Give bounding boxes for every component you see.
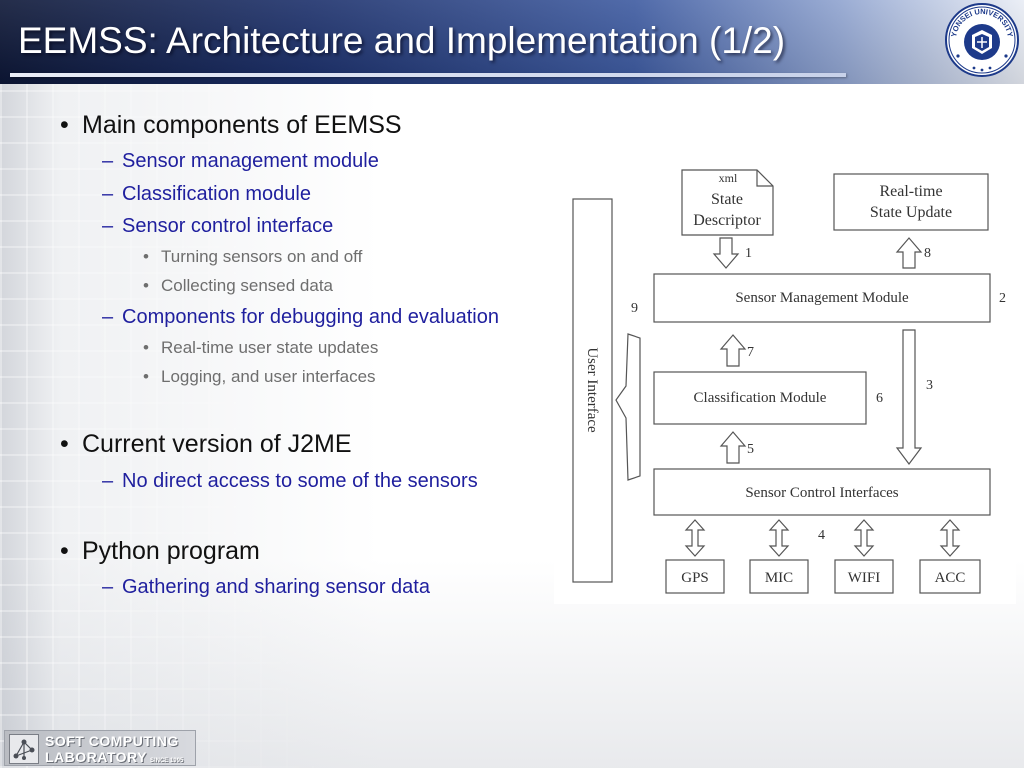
bullet-text: Current version of J2ME bbox=[82, 430, 352, 458]
realtime-label-1: Real-time bbox=[879, 183, 942, 200]
bidirectional-arrow-mic bbox=[768, 519, 790, 557]
sensor-control-interfaces-box bbox=[653, 468, 991, 516]
sub-bullet-item: –Sensor control interface bbox=[102, 215, 333, 238]
user-interface-label: User Interface bbox=[584, 347, 600, 433]
architecture-diagram: xml State Descriptor Real-time State Upd… bbox=[554, 158, 1016, 604]
bullet-marker: • bbox=[60, 111, 69, 139]
dash-marker: – bbox=[102, 183, 114, 205]
title-bar-shade bbox=[0, 0, 1024, 84]
user-interface-box bbox=[572, 198, 613, 583]
arrow-5-up bbox=[719, 431, 747, 464]
step-number-3: 3 bbox=[926, 378, 933, 393]
arrow-8-up bbox=[895, 237, 923, 269]
sub-bullet-text: No direct access to some of the sensors bbox=[122, 470, 478, 492]
step-number-4: 4 bbox=[818, 528, 825, 543]
step-number-5: 5 bbox=[747, 442, 754, 457]
sub-bullet-text: Sensor control interface bbox=[122, 215, 334, 237]
dash-marker: – bbox=[102, 306, 114, 328]
bullet-marker: • bbox=[60, 537, 69, 565]
network-icon bbox=[9, 734, 39, 764]
bullet-text: Main components of EEMSS bbox=[82, 111, 402, 139]
realtime-state-update-box bbox=[833, 173, 989, 231]
step-number-6: 6 bbox=[876, 391, 883, 406]
dash-marker: – bbox=[102, 576, 114, 598]
gps-box bbox=[665, 559, 725, 594]
sub-bullet-item: –No direct access to some of the sensors bbox=[102, 470, 478, 493]
bidirectional-arrow-acc bbox=[939, 519, 961, 557]
state-descriptor-label-1: State bbox=[711, 191, 743, 208]
dot-marker: • bbox=[143, 338, 149, 357]
title-underline bbox=[10, 73, 846, 77]
step-number-1: 1 bbox=[745, 246, 752, 261]
bullet-marker: • bbox=[60, 430, 69, 458]
arrow-1-down bbox=[712, 237, 740, 269]
sub-sub-bullet-item: • Logging, and user interfaces bbox=[143, 367, 376, 387]
bullet-text: Python program bbox=[82, 537, 260, 565]
dash-marker: – bbox=[102, 215, 114, 237]
acc-box bbox=[919, 559, 981, 594]
arrow-3-down bbox=[895, 329, 923, 465]
sub-sub-bullet-text: Collecting sensed data bbox=[161, 276, 334, 295]
arrow-9-left bbox=[615, 333, 641, 481]
sub-sub-bullet-text: Real-time user state updates bbox=[161, 338, 379, 357]
state-descriptor-doc bbox=[681, 169, 774, 236]
arrow-7-up bbox=[719, 334, 747, 367]
sub-bullet-item: –Components for debugging and evaluation bbox=[102, 306, 499, 329]
dash-marker: – bbox=[102, 150, 114, 172]
doc-fold bbox=[756, 170, 773, 187]
dot-marker: • bbox=[143, 367, 149, 386]
bidirectional-arrow-gps bbox=[684, 519, 706, 557]
background-grid-pattern bbox=[0, 80, 340, 768]
dash-marker: – bbox=[102, 470, 114, 492]
wifi-label: WIFI bbox=[848, 570, 881, 586]
sensor-management-module-label: Sensor Management Module bbox=[735, 290, 909, 306]
sub-sub-bullet-text: Turning sensors on and off bbox=[161, 247, 363, 266]
slide-title: EEMSS: Architecture and Implementation (… bbox=[18, 20, 786, 61]
dot-marker: • bbox=[143, 247, 149, 266]
lab-name-line1: SOFT COMPUTING bbox=[45, 733, 179, 749]
sub-sub-bullet-text: Logging, and user interfaces bbox=[161, 367, 376, 386]
university-seal-logo: YONSEI UNIVERSITY bbox=[945, 3, 1019, 77]
sensor-control-interfaces-label: Sensor Control Interfaces bbox=[745, 485, 898, 501]
step-number-2: 2 bbox=[999, 291, 1006, 306]
sub-bullet-text: Gathering and sharing sensor data bbox=[122, 576, 430, 598]
sub-bullet-text: Components for debugging and evaluation bbox=[122, 306, 499, 328]
step-number-7: 7 bbox=[747, 345, 754, 360]
title-bar bbox=[0, 0, 1024, 84]
acc-label: ACC bbox=[935, 570, 966, 586]
step-number-8: 8 bbox=[924, 246, 931, 261]
lab-since-text: SINCE 1995 bbox=[149, 758, 184, 764]
classification-module-box bbox=[653, 371, 867, 425]
realtime-label-2: State Update bbox=[870, 204, 952, 221]
step-number-9: 9 bbox=[631, 301, 638, 316]
bullet-item: • Python program bbox=[60, 537, 260, 566]
sub-sub-bullet-item: • Turning sensors on and off bbox=[143, 247, 362, 267]
sub-sub-bullet-item: • Real-time user state updates bbox=[143, 338, 378, 358]
xml-label: xml bbox=[719, 171, 738, 185]
bullet-item: • Current version of J2ME bbox=[60, 430, 352, 459]
sub-bullet-item: –Sensor management module bbox=[102, 150, 379, 173]
sub-sub-bullet-item: • Collecting sensed data bbox=[143, 276, 333, 296]
sub-bullet-text: Classification module bbox=[122, 183, 311, 205]
sensor-management-module-box bbox=[653, 273, 991, 323]
bidirectional-arrow-wifi bbox=[853, 519, 875, 557]
state-descriptor-label-2: Descriptor bbox=[693, 212, 761, 229]
sub-bullet-item: –Classification module bbox=[102, 183, 311, 206]
classification-module-label: Classification Module bbox=[694, 390, 827, 406]
bullet-item: • Main components of EEMSS bbox=[60, 111, 402, 140]
mic-box bbox=[749, 559, 809, 594]
mic-label: MIC bbox=[765, 570, 793, 586]
dot-marker: • bbox=[143, 276, 149, 295]
architecture-diagram-svg: xml State Descriptor Real-time State Upd… bbox=[572, 169, 1006, 594]
sub-bullet-item: –Gathering and sharing sensor data bbox=[102, 576, 430, 599]
lab-name-text: LABORATORY bbox=[45, 749, 147, 765]
gps-label: GPS bbox=[681, 570, 709, 586]
sub-bullet-text: Sensor management module bbox=[122, 150, 379, 172]
wifi-box bbox=[834, 559, 894, 594]
